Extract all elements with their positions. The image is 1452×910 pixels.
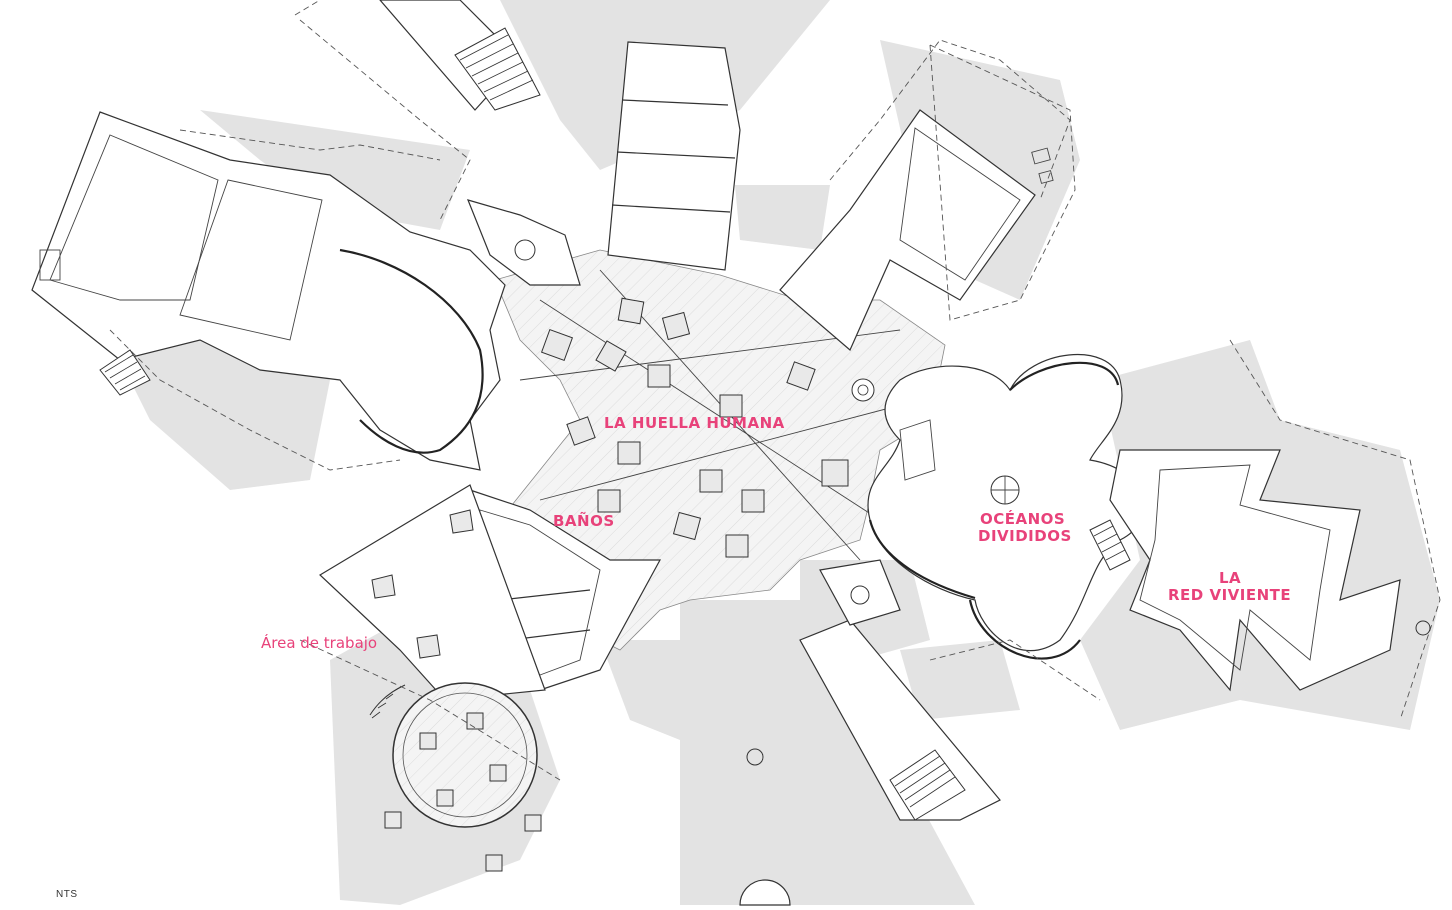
east-building — [1109, 339, 1441, 721]
label-banos: BAÑOS — [553, 512, 615, 530]
label-la-red-viviente-line1: LA — [1219, 569, 1242, 587]
northeast-room — [779, 44, 1076, 351]
label-oceanos-divididos-line1: OCÉANOS — [980, 510, 1066, 528]
east-stair — [1089, 519, 1131, 571]
central-plaza — [494, 249, 946, 651]
washroom-block — [319, 484, 662, 701]
scale-note-nts: NTS — [56, 889, 78, 900]
label-la-red-viviente-line2: RED VIVIENTE — [1168, 586, 1292, 604]
west-building — [31, 111, 506, 471]
north-stair — [454, 27, 541, 111]
south-stair — [369, 684, 406, 719]
west-stair — [99, 349, 151, 396]
label-oceanos-divididos-line2: DIVIDIDOS — [978, 527, 1072, 545]
label-la-huella-humana: LA HUELLA HUMANA — [604, 414, 785, 432]
south-wedge — [739, 559, 1001, 906]
north-rooms — [294, 0, 1071, 271]
south-east-stair — [889, 749, 966, 821]
south-circular-pavilion — [369, 682, 542, 872]
label-area-de-trabajo: Área de trabajo — [261, 634, 378, 652]
northwest-plaza — [466, 199, 581, 286]
east-pavilion — [867, 354, 1145, 660]
